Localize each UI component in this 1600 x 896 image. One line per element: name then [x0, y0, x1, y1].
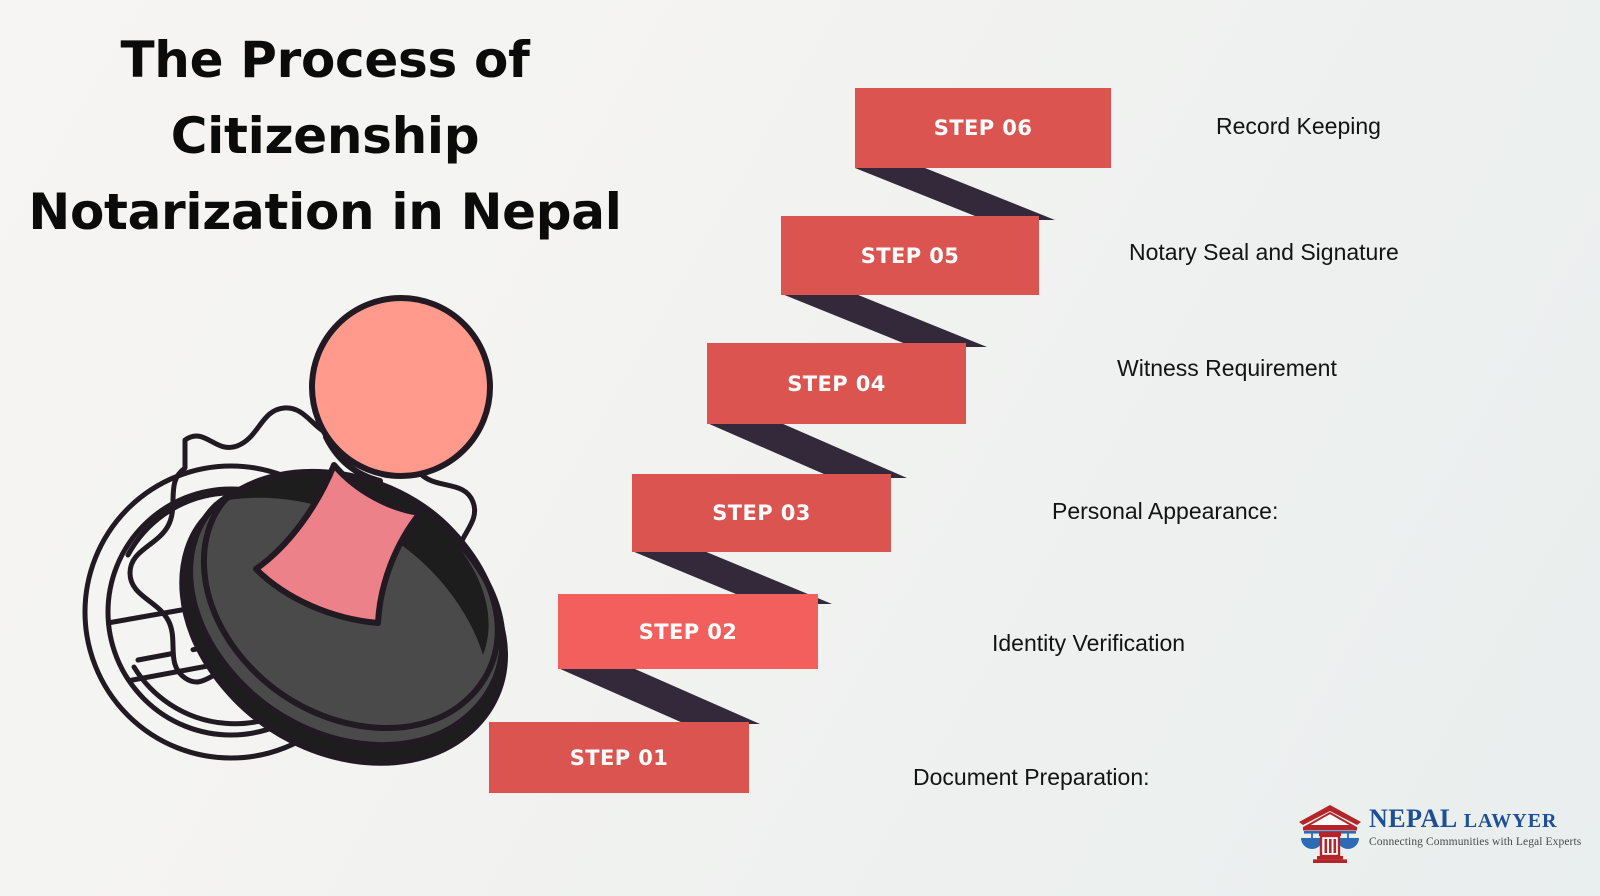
nepal-lawyer-logo[interactable]: NEPAL LAWYER Connecting Communities with…: [1295, 798, 1585, 873]
step-bar-03[interactable]: STEP 03: [632, 474, 891, 552]
step-label-01: Document Preparation:: [913, 764, 1150, 790]
step-bar-05[interactable]: STEP 05: [781, 216, 1039, 295]
page-title-line-3: Notarization in Nepal: [28, 183, 622, 241]
connector-04-03: [707, 423, 907, 478]
step-badge-01: STEP 01: [569, 745, 669, 770]
logo-tagline: Connecting Communities with Legal Expert…: [1369, 836, 1582, 848]
page-title-line-2: Citizenship: [170, 107, 480, 165]
step-bar-02[interactable]: STEP 02: [558, 594, 818, 669]
logo-name-primary: NEPAL: [1369, 804, 1458, 833]
stamp-base-highlight: [222, 473, 489, 655]
logo-name-secondary: LAWYER: [1457, 810, 1558, 832]
step-badge-02: STEP 02: [638, 619, 738, 644]
connector-05-04: [782, 294, 987, 347]
step-badge-05: STEP 05: [860, 243, 960, 268]
scales-of-justice-icon: [1295, 802, 1365, 869]
logo-wordmark: NEPAL LAWYER Connecting Communities with…: [1369, 806, 1585, 849]
page-title: The Process of Citizenship Notarization …: [20, 22, 630, 250]
step-bar-06[interactable]: STEP 06: [855, 88, 1111, 168]
connector-02-01: [558, 668, 760, 724]
step-label-04: Witness Requirement: [1117, 355, 1337, 381]
step-badge-03: STEP 03: [712, 501, 811, 525]
step-label-05: Notary Seal and Signature: [1129, 239, 1399, 265]
notary-stamp-illustration: [10, 255, 570, 825]
page-title-line-1: The Process of: [120, 31, 530, 89]
step-bar-04[interactable]: STEP 04: [707, 343, 966, 424]
step-badge-06: STEP 06: [933, 116, 1033, 140]
stamp-neck: [253, 462, 423, 626]
logo-name: NEPAL LAWYER: [1369, 806, 1585, 832]
connector-06-05: [855, 168, 1055, 220]
step-label-06: Record Keeping: [1216, 113, 1381, 139]
step-label-02: Identity Verification: [992, 630, 1186, 656]
step-label-03: Personal Appearance:: [1052, 498, 1279, 524]
stamp-handle-joint: [323, 434, 383, 484]
step-bar-01[interactable]: STEP 01: [489, 722, 749, 793]
stamp-handle-knob: [309, 295, 493, 479]
rubber-stamp: [179, 295, 508, 766]
step-badge-04: STEP 04: [787, 371, 886, 396]
